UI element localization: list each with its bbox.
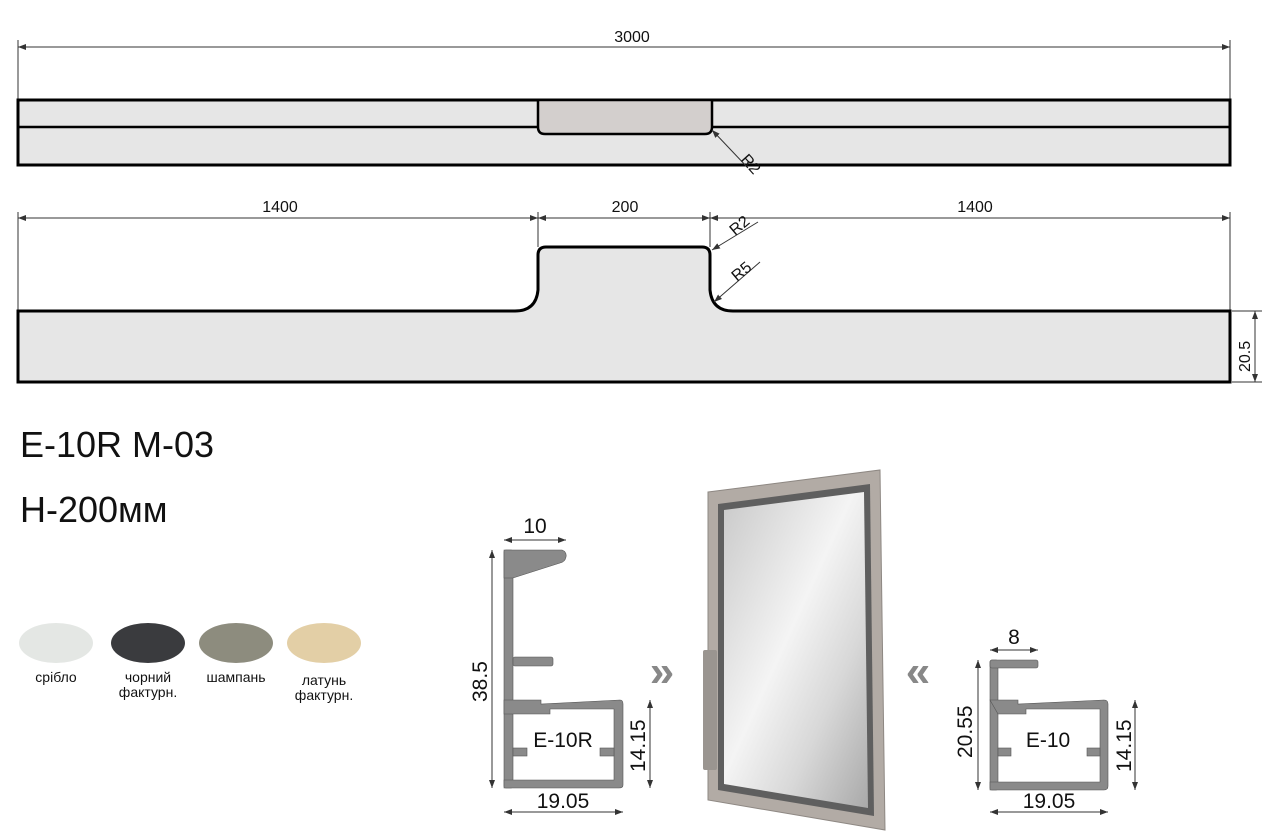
model-title: E-10R M-03 xyxy=(20,424,214,465)
color-swatches: срібло чорний фактурн. шампань латунь фа… xyxy=(19,623,361,703)
door-handle xyxy=(703,650,717,770)
arrow-right-icon: » xyxy=(650,647,674,696)
profile-right-box-height: 14.15 xyxy=(1113,719,1136,772)
radius-bottom-label: R5 xyxy=(729,259,756,285)
radius-top-label: R2 xyxy=(727,213,754,239)
swatch-label: шампань xyxy=(206,669,265,685)
swatch-label: латунь xyxy=(302,672,346,688)
profile-right-top-width: 8 xyxy=(1008,626,1020,649)
swatch-label: чорний xyxy=(125,669,171,685)
swatch-silver[interactable] xyxy=(19,623,93,663)
height-title: H-200мм xyxy=(20,489,168,530)
swatch-label: фактурн. xyxy=(119,684,177,700)
thickness-label: 20.5 xyxy=(1237,341,1254,372)
profile-right-width: 19.05 xyxy=(1023,790,1076,813)
swatch-brass[interactable] xyxy=(287,623,361,663)
door-illustration xyxy=(703,469,886,831)
top-view: 3000 R2 xyxy=(16,29,1232,178)
left-length-label: 1400 xyxy=(262,199,298,216)
profile-e10 xyxy=(989,659,1109,791)
handle-profile xyxy=(16,245,1232,384)
handle-top xyxy=(536,98,714,136)
swatch-label: срібло xyxy=(35,669,77,685)
profile-left-name: E-10R xyxy=(533,729,593,752)
profile-left-box-height: 14.15 xyxy=(627,719,650,772)
length-label: 3000 xyxy=(614,29,650,46)
handle-length-label: 200 xyxy=(612,199,639,216)
profile-left-top-width: 10 xyxy=(523,515,546,538)
profile-e10r xyxy=(503,549,624,789)
profile-left-height: 38.5 xyxy=(469,661,492,702)
side-view: 1400 200 1400 R2 R5 20.5 xyxy=(16,199,1262,384)
arrow-left-icon: « xyxy=(906,647,930,696)
right-length-label: 1400 xyxy=(957,199,993,216)
swatch-champagne[interactable] xyxy=(199,623,273,663)
profile-right-name: E-10 xyxy=(1026,729,1070,752)
profile-left-width: 19.05 xyxy=(537,790,590,813)
profile-right-height: 20.55 xyxy=(954,705,977,758)
swatch-label: фактурн. xyxy=(295,687,353,703)
swatch-black[interactable] xyxy=(111,623,185,663)
